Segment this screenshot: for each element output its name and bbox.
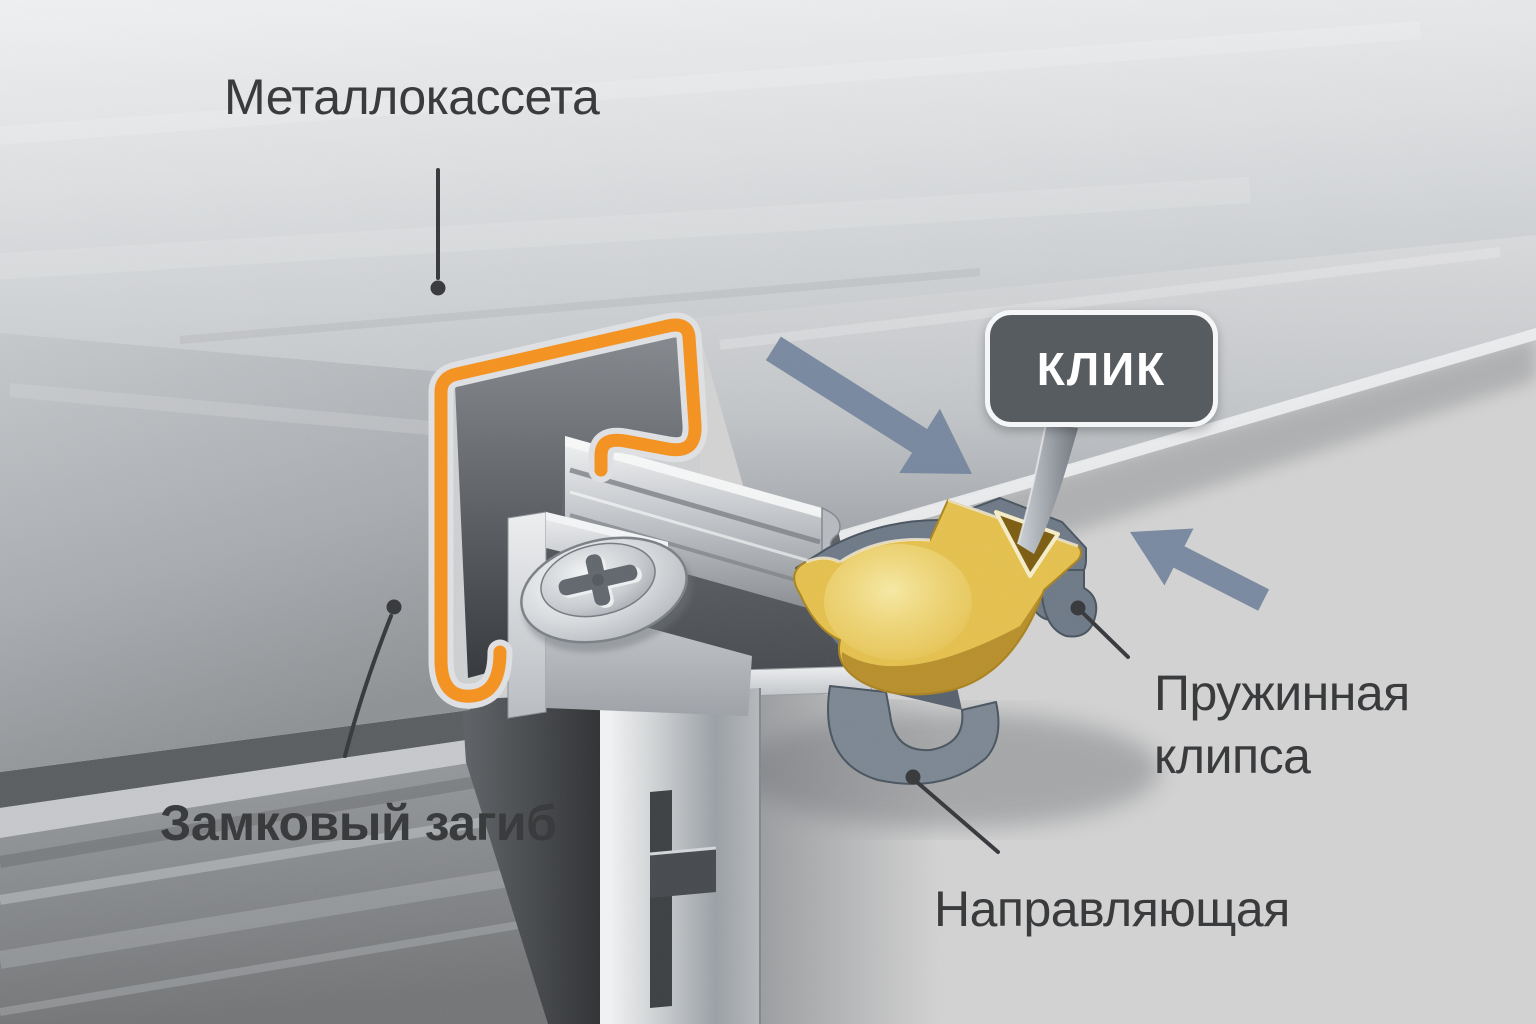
click-callout: КЛИК xyxy=(985,310,1218,427)
label-spring-clip-line2: клипса xyxy=(1154,728,1311,784)
label-cassette: Металлокассета xyxy=(224,69,600,125)
label-spring-clip-line1: Пружинная xyxy=(1154,665,1410,721)
label-lock-bend: Замковый загиб xyxy=(160,795,557,851)
label-guide: Направляющая xyxy=(934,881,1290,937)
label-spring-clip: Пружинная клипса xyxy=(1154,662,1410,788)
click-callout-text: КЛИК xyxy=(1036,342,1167,395)
